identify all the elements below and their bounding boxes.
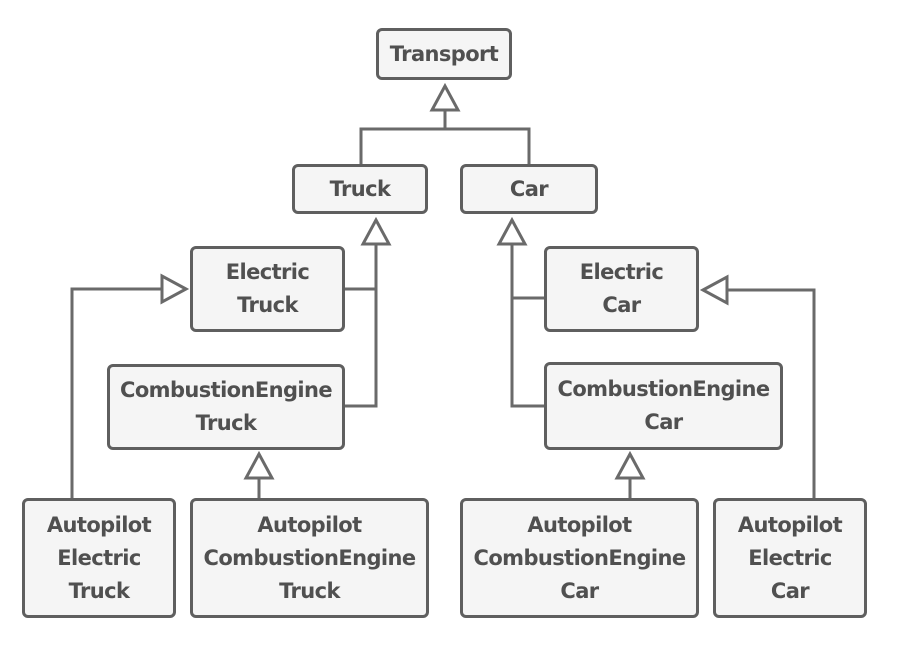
edge-autopilot-electric-truck	[70, 287, 162, 500]
inheritance-arrow-transport	[429, 82, 461, 112]
class-car-label: Car	[509, 176, 549, 201]
class-autopilot-combustion-engine-car[interactable]: Autopilot CombustionEngine Car	[460, 498, 699, 618]
class-truck-label: Truck	[329, 176, 391, 201]
inheritance-arrow-car	[496, 216, 528, 246]
class-electric-truck-line-1: Electric	[225, 260, 310, 284]
inheritance-arrow-electric-truck	[160, 273, 190, 305]
class-combustion-engine-car-line-2: Car	[644, 410, 683, 434]
class-autopilot-electric-truck-line-1: Autopilot	[46, 512, 152, 537]
class-combustion-engine-truck[interactable]: CombustionEngine Truck	[107, 364, 345, 450]
class-autopilot-combustion-engine-truck-line-1: Autopilot	[257, 512, 362, 537]
class-combustion-engine-truck-line-1: CombustionEngine	[120, 378, 333, 402]
class-autopilot-combustion-engine-car-line-3: Car	[560, 578, 599, 603]
class-autopilot-electric-truck-line-2: Electric	[57, 545, 141, 570]
class-car[interactable]: Car	[460, 164, 598, 214]
class-autopilot-combustion-engine-truck[interactable]: Autopilot CombustionEngine Truck	[190, 498, 429, 618]
inheritance-arrow-electric-car	[699, 274, 729, 306]
class-autopilot-electric-car[interactable]: Autopilot Electric Car	[713, 498, 867, 618]
class-autopilot-electric-car-line-3: Car	[770, 578, 810, 603]
class-autopilot-combustion-engine-car-line-1: Autopilot	[527, 512, 632, 537]
class-combustion-engine-car[interactable]: CombustionEngine Car	[544, 362, 783, 450]
class-transport[interactable]: Transport	[376, 28, 512, 80]
inheritance-arrow-truck	[360, 216, 392, 246]
inheritance-arrow-combustion-car	[614, 450, 646, 480]
edge-combustion-truck-to-truck	[344, 244, 378, 408]
class-electric-car-line-1: Electric	[579, 260, 664, 284]
class-transport-label: Transport	[389, 41, 499, 66]
class-combustion-engine-car-line-1: CombustionEngine	[557, 377, 771, 401]
class-truck[interactable]: Truck	[292, 164, 428, 214]
class-autopilot-combustion-engine-car-line-2: CombustionEngine	[473, 545, 687, 570]
class-electric-car-line-2: Car	[602, 293, 641, 317]
class-electric-truck-line-2: Truck	[237, 293, 298, 317]
edge-autopilot-electric-car	[727, 288, 816, 500]
class-autopilot-electric-truck-line-3: Truck	[68, 578, 130, 603]
class-autopilot-electric-truck[interactable]: Autopilot Electric Truck	[22, 498, 176, 618]
edge-combustion-car-to-car	[510, 244, 546, 408]
edge-truck-to-transport	[359, 127, 531, 164]
class-combustion-engine-truck-line-2: Truck	[195, 411, 257, 435]
class-autopilot-combustion-engine-truck-line-3: Truck	[279, 578, 340, 603]
class-autopilot-combustion-engine-truck-line-2: CombustionEngine	[203, 545, 417, 570]
class-autopilot-electric-car-line-1: Autopilot	[737, 512, 843, 537]
class-autopilot-electric-car-line-2: Electric	[748, 545, 832, 570]
class-electric-truck[interactable]: Electric Truck	[190, 246, 345, 332]
inheritance-arrow-combustion-truck	[243, 450, 275, 480]
class-electric-car[interactable]: Electric Car	[544, 246, 699, 332]
